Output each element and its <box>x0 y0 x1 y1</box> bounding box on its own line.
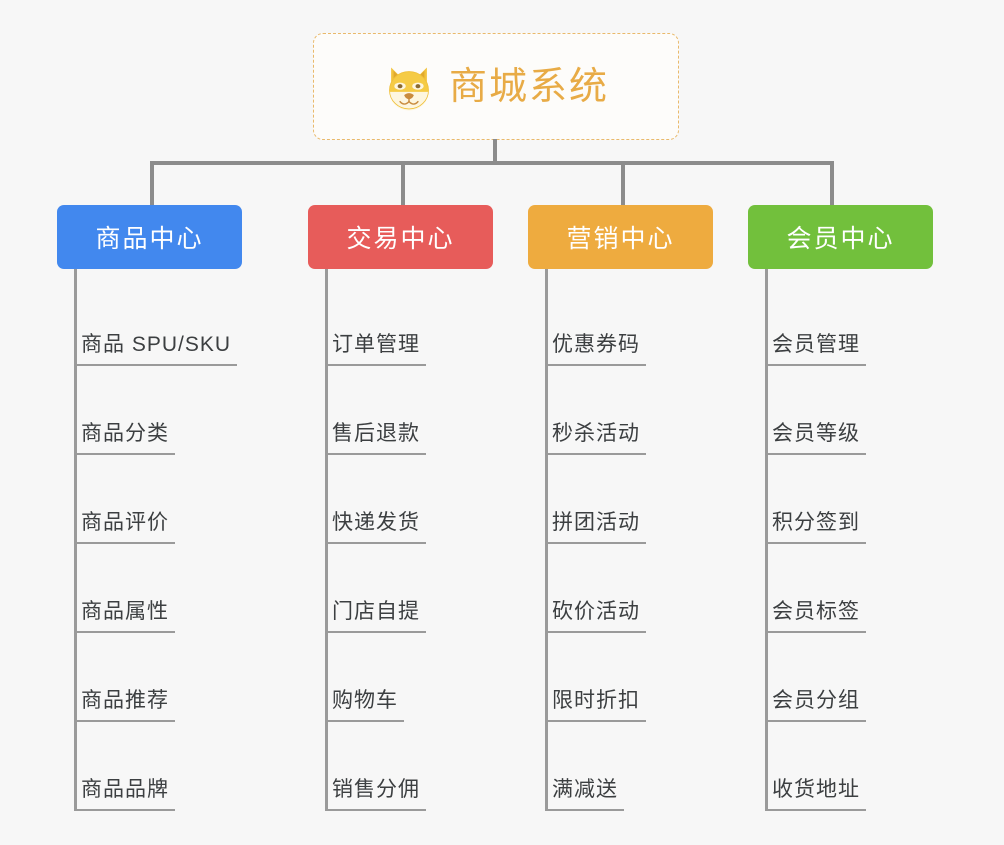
leaf-node[interactable]: 门店自提 <box>326 589 426 633</box>
category-box-4[interactable]: 会员中心 <box>748 205 933 269</box>
branch-drop-line-1 <box>150 161 154 208</box>
leaf-node[interactable]: 会员管理 <box>766 322 866 366</box>
leaf-node[interactable]: 商品品牌 <box>75 767 175 811</box>
leaf-label: 优惠券码 <box>546 332 646 366</box>
branch-column-2: 交易中心订单管理售后退款快递发货门店自提购物车销售分佣 <box>0 205 1004 845</box>
category-label: 营销中心 <box>566 225 675 253</box>
branch-spine-1 <box>74 269 77 811</box>
leaf-label: 购物车 <box>326 688 404 722</box>
category-box-2[interactable]: 交易中心 <box>308 205 493 269</box>
leaf-label: 商品推荐 <box>75 688 175 722</box>
category-label: 交易中心 <box>346 225 455 253</box>
leaf-node[interactable]: 商品 SPU/SKU <box>75 322 238 366</box>
leaf-label: 限时折扣 <box>546 688 646 722</box>
shiba-dog-face-icon <box>383 61 435 113</box>
category-box-3[interactable]: 营销中心 <box>528 205 713 269</box>
branch-drop-line-3 <box>621 161 625 208</box>
leaf-node[interactable]: 优惠券码 <box>546 322 646 366</box>
branch-column-4: 会员中心会员管理会员等级积分签到会员标签会员分组收货地址 <box>0 205 1004 845</box>
leaf-node[interactable]: 销售分佣 <box>326 767 426 811</box>
leaf-node[interactable]: 商品属性 <box>75 589 175 633</box>
leaf-label: 门店自提 <box>326 599 426 633</box>
branch-spine-2 <box>325 269 328 811</box>
leaf-node[interactable]: 秒杀活动 <box>546 411 646 455</box>
category-label: 会员中心 <box>786 225 895 253</box>
leaf-node[interactable]: 会员分组 <box>766 678 866 722</box>
leaf-label: 砍价活动 <box>546 599 646 633</box>
leaf-label: 商品品牌 <box>75 777 175 811</box>
leaf-label: 商品 SPU/SKU <box>75 332 238 366</box>
leaf-label: 拼团活动 <box>546 510 646 544</box>
leaf-node[interactable]: 会员标签 <box>766 589 866 633</box>
root-node[interactable]: 商城系统 <box>313 33 679 140</box>
leaf-node[interactable]: 商品评价 <box>75 500 175 544</box>
branch-drop-line-4 <box>830 161 834 208</box>
leaf-label: 订单管理 <box>326 332 426 366</box>
leaf-node[interactable]: 商品分类 <box>75 411 175 455</box>
leaf-label: 会员分组 <box>766 688 866 722</box>
leaf-label: 快递发货 <box>326 510 426 544</box>
branch-column-3: 营销中心优惠券码秒杀活动拼团活动砍价活动限时折扣满减送 <box>0 205 1004 845</box>
leaf-node[interactable]: 收货地址 <box>766 767 866 811</box>
leaf-label: 商品评价 <box>75 510 175 544</box>
leaf-node[interactable]: 会员等级 <box>766 411 866 455</box>
root-title: 商城系统 <box>448 65 609 108</box>
leaf-label: 满减送 <box>546 777 624 811</box>
branch-connector-bar <box>150 161 832 165</box>
leaf-node[interactable]: 商品推荐 <box>75 678 175 722</box>
leaf-label: 会员管理 <box>766 332 866 366</box>
branch-spine-4 <box>765 269 768 811</box>
leaf-node[interactable]: 砍价活动 <box>546 589 646 633</box>
leaf-node[interactable]: 限时折扣 <box>546 678 646 722</box>
leaf-node[interactable]: 售后退款 <box>326 411 426 455</box>
leaf-node[interactable]: 快递发货 <box>326 500 426 544</box>
leaf-node[interactable]: 拼团活动 <box>546 500 646 544</box>
branch-spine-3 <box>545 269 548 811</box>
leaf-node[interactable]: 积分签到 <box>766 500 866 544</box>
leaf-label: 会员标签 <box>766 599 866 633</box>
branch-column-1: 商品中心商品 SPU/SKU 商品分类商品评价商品属性商品推荐商品品牌 <box>0 205 1004 845</box>
leaf-label: 积分签到 <box>766 510 866 544</box>
category-label: 商品中心 <box>95 225 204 253</box>
leaf-node[interactable]: 满减送 <box>546 767 624 811</box>
leaf-label: 秒杀活动 <box>546 421 646 455</box>
root-connector-stem <box>493 139 497 165</box>
leaf-node[interactable]: 购物车 <box>326 678 404 722</box>
leaf-label: 商品分类 <box>75 421 175 455</box>
category-box-1[interactable]: 商品中心 <box>57 205 242 269</box>
leaf-label: 商品属性 <box>75 599 175 633</box>
branch-drop-line-2 <box>401 161 405 208</box>
leaf-node[interactable]: 订单管理 <box>326 322 426 366</box>
leaf-label: 售后退款 <box>326 421 426 455</box>
leaf-label: 销售分佣 <box>326 777 426 811</box>
leaf-label: 会员等级 <box>766 421 866 455</box>
leaf-label: 收货地址 <box>766 777 866 811</box>
